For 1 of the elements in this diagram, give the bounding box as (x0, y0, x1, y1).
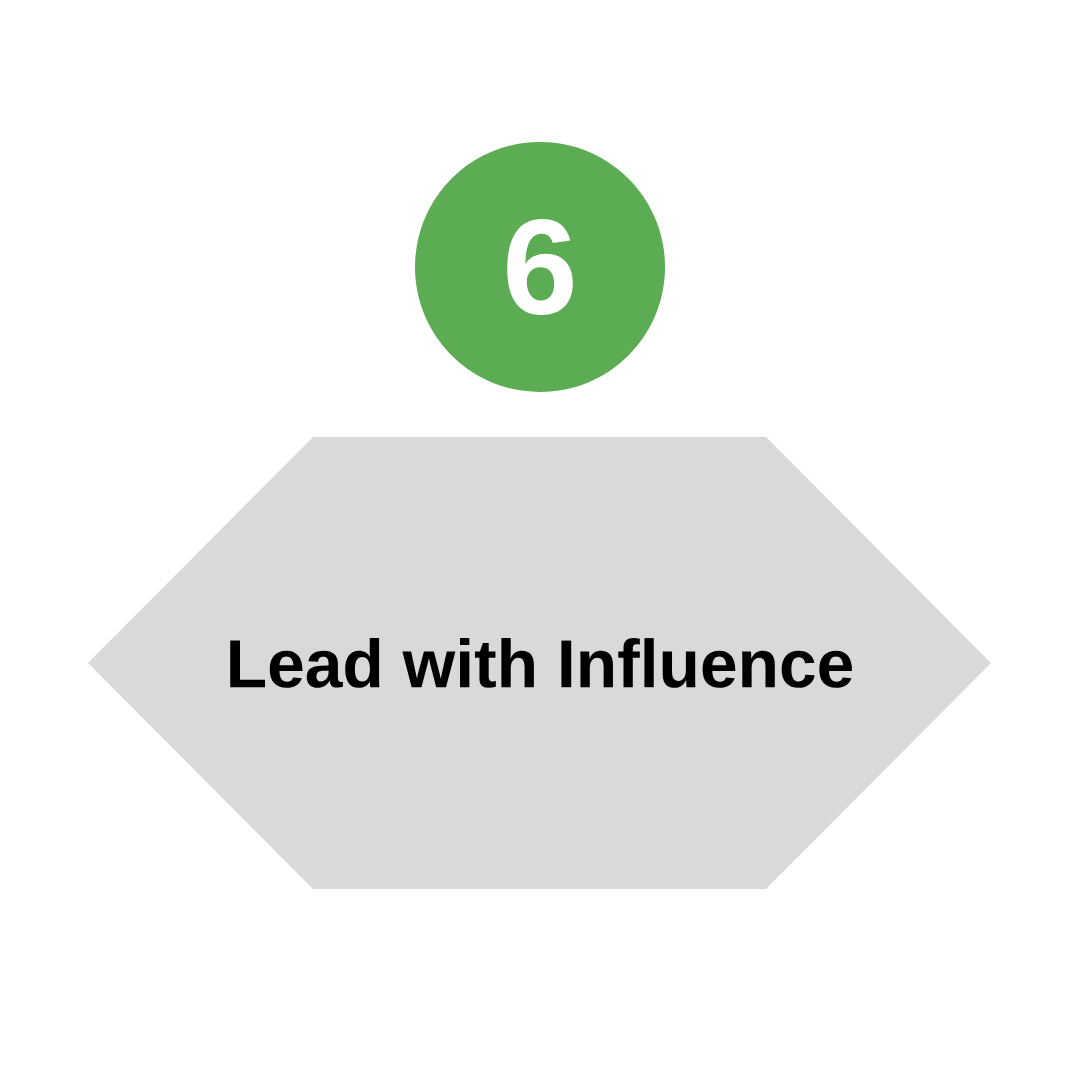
hexagon-box: Lead with Influence (88, 437, 991, 889)
